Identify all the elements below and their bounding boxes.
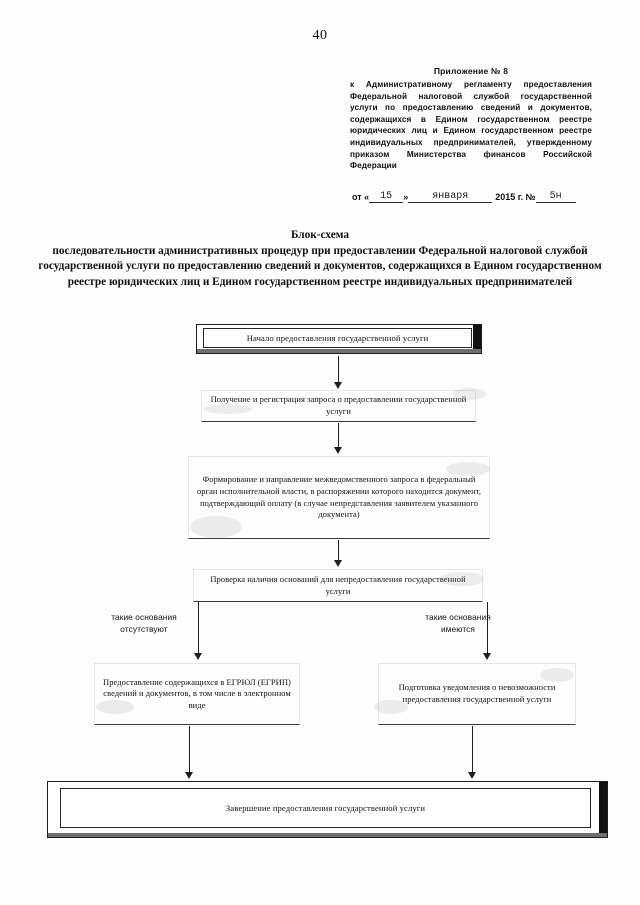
branch-label-has-grounds-line2: имеются: [440, 624, 476, 634]
approval-date-line: от « 15 » января 2015 г. № 5н: [352, 191, 600, 203]
flow-node-interdept-label: Формирование и направление межведомствен…: [196, 474, 482, 520]
arrowhead-check-provide: [194, 653, 202, 660]
flow-node-start-label: Начало предоставления государственной ус…: [246, 333, 429, 343]
connector-refuse-end: [472, 726, 473, 774]
arrowhead-receive-interdept: [334, 447, 342, 454]
connector-receive-interdept: [338, 423, 339, 449]
end-box-inner: Завершение предоставления государственно…: [60, 788, 591, 828]
branch-label-has-grounds: такие основания имеются: [412, 611, 504, 635]
document-number: 5н: [535, 191, 576, 203]
arrowhead-provide-end: [185, 772, 193, 779]
end-box-right-edge: [599, 782, 607, 837]
start-box-bottom-edge: [197, 349, 481, 353]
page-number: 40: [312, 28, 328, 43]
appendix-body: к Административному регламенту предостав…: [350, 80, 592, 171]
flow-node-start: Начало предоставления государственной ус…: [196, 324, 482, 354]
date-year-label: 2015 г. №: [495, 192, 536, 202]
date-prefix: от «: [352, 192, 370, 202]
flow-node-check-label: Проверка наличия оснований для непредост…: [210, 573, 466, 596]
date-month: января: [408, 191, 493, 203]
arrowhead-check-refuse: [483, 653, 491, 660]
flow-node-end: Завершение предоставления государственно…: [47, 781, 608, 838]
branch-label-no-grounds: такие основания отсутствуют: [98, 611, 190, 635]
connector-check-provide: [198, 602, 199, 655]
arrowhead-start-receive: [334, 382, 342, 389]
flow-node-refuse-label: Подготовка уведомления о невозможности п…: [398, 682, 556, 704]
appendix-title: Приложение № 8: [433, 66, 509, 76]
start-box-inner: Начало предоставления государственной ус…: [203, 328, 472, 348]
flow-node-receive-label: Получение и регистрация запроса о предос…: [210, 394, 467, 416]
date-quote-close: »: [403, 192, 409, 202]
flow-node-refuse: Подготовка уведомления о невозможности п…: [378, 663, 576, 725]
page-title-line1: Блок-схема: [290, 229, 350, 241]
end-box-bottom-edge: [48, 833, 607, 837]
branch-label-has-grounds-line1: такие основания: [425, 612, 491, 622]
flow-node-check: Проверка наличия оснований для непредост…: [193, 569, 483, 602]
appendix-header: Приложение № 8 к Административному регла…: [350, 66, 592, 172]
flow-node-receive: Получение и регистрация запроса о предос…: [201, 390, 476, 422]
start-box-right-edge: [473, 325, 481, 353]
flow-node-provide-label: Предоставление содержащихся в ЕГРЮЛ (ЕГР…: [103, 676, 291, 710]
page-title: Блок-схема последовательности администра…: [30, 228, 610, 290]
branch-label-no-grounds-line2: отсутствуют: [120, 624, 168, 634]
connector-start-receive: [338, 356, 339, 384]
arrowhead-interdept-check: [334, 560, 342, 567]
flow-node-interdept: Формирование и направление межведомствен…: [188, 456, 490, 539]
connector-check-refuse: [487, 602, 488, 655]
page-title-line2: последовательности административных проц…: [38, 244, 602, 288]
connector-interdept-check: [338, 540, 339, 562]
arrowhead-refuse-end: [468, 772, 476, 779]
date-day: 15: [369, 191, 404, 203]
branch-label-no-grounds-line1: такие основания: [111, 612, 177, 622]
flow-node-end-label: Завершение предоставления государственно…: [225, 803, 426, 813]
connector-provide-end: [189, 726, 190, 774]
flow-node-provide: Предоставление содержащихся в ЕГРЮЛ (ЕГР…: [94, 663, 300, 725]
